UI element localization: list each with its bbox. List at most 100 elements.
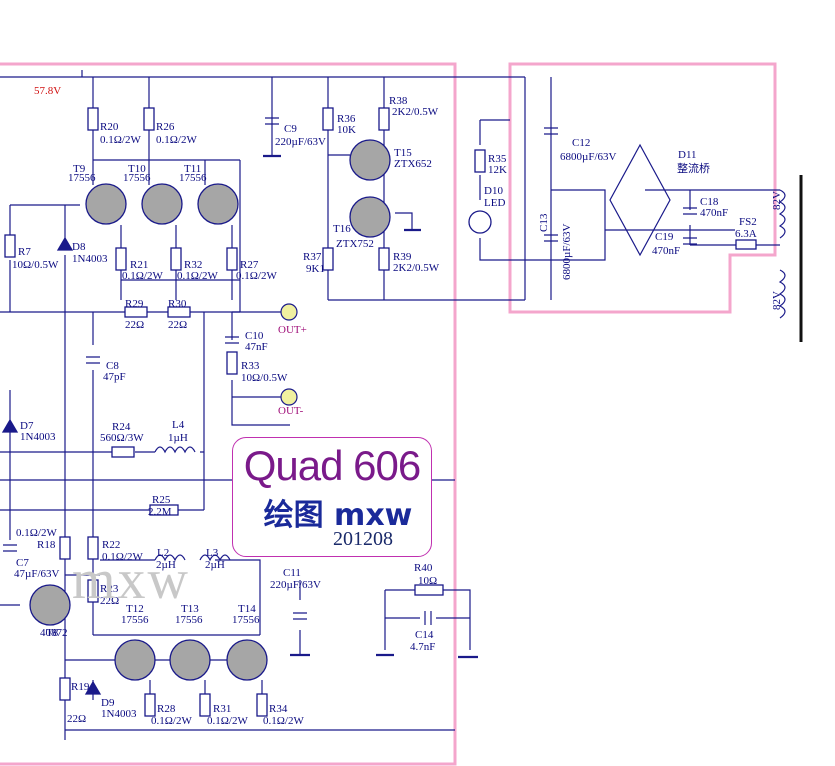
output-pos-label: OUT+	[278, 324, 307, 336]
transistor-t11	[197, 183, 239, 225]
label-d10-value: LED	[484, 197, 505, 209]
resistor-r28	[144, 693, 156, 717]
label-r21-value: 0.1Ω/2W	[122, 270, 163, 282]
label-r33-value: 10Ω/0.5W	[241, 372, 288, 384]
diode-d9	[84, 680, 102, 695]
label-l3-name: L3	[206, 547, 219, 559]
resistor-r7	[4, 234, 16, 258]
label-t16-value: ZTX752	[336, 238, 374, 250]
label-d9-name: D9	[101, 697, 115, 709]
resistor-r35	[474, 149, 486, 173]
label-r40-name: R40	[414, 562, 433, 574]
label-l3-value: 2µH	[205, 559, 225, 571]
label-d8-name: D8	[72, 241, 86, 253]
output-neg-terminal[interactable]	[280, 388, 298, 406]
label-r30-value: 22Ω	[168, 319, 187, 331]
bridge-label: 整流桥	[677, 161, 710, 175]
label-r38-value: 2K2/0.5W	[392, 106, 439, 118]
label-t14-name: T14	[238, 603, 256, 615]
label-t10-value: 17556	[123, 172, 151, 184]
label-c10-value: 47nF	[245, 341, 268, 353]
inductor-l4	[154, 446, 196, 454]
capacitor-c9	[265, 117, 279, 125]
label-l2-value: 2µH	[156, 559, 176, 571]
label-r31-name: R31	[213, 703, 231, 715]
transformer-v1: 82V	[771, 191, 783, 210]
label-r29-value: 22Ω	[125, 319, 144, 331]
title-date: 201208	[333, 528, 393, 550]
resistor-r31	[199, 693, 211, 717]
label-r22-value: 0.1Ω/2W	[102, 551, 143, 563]
resistor-r22	[87, 536, 99, 560]
fuse-fs2	[735, 239, 757, 250]
resistor-r39	[378, 247, 390, 271]
label-r23-name: R23	[100, 583, 119, 595]
label-c14-value: 4.7nF	[410, 641, 435, 653]
label-r34-name: R34	[269, 703, 288, 715]
label-r28-name: R28	[157, 703, 176, 715]
label-r19-value: 22Ω	[67, 713, 86, 725]
label-r24-name: R24	[112, 421, 131, 433]
capacitor-c8	[86, 356, 100, 364]
title-sub: 绘图 mxw	[263, 498, 413, 533]
label-t14-value: 17556	[232, 614, 260, 626]
psu-board-outline	[508, 62, 777, 314]
resistor-r24	[111, 446, 135, 458]
label-r28-value: 0.1Ω/2W	[151, 715, 192, 727]
label-r7-value: 10Ω/0.5W	[12, 259, 59, 271]
label-t11-name: T11	[184, 163, 201, 175]
resistor-r26	[143, 107, 155, 131]
label-r24-value: 560Ω/3W	[100, 432, 144, 444]
label-c11-name: C11	[283, 567, 301, 579]
label-t9-name: T9	[73, 163, 86, 175]
label-c19-value: 470nF	[652, 245, 680, 257]
label-c18-name: C18	[700, 196, 719, 208]
resistor-r32	[170, 247, 182, 271]
label-c14-name: C14	[415, 629, 434, 641]
output-pos-terminal[interactable]	[280, 303, 298, 321]
resistor-r38	[378, 107, 390, 131]
label-c7-name: C7	[16, 557, 29, 569]
label-c9-value: 220µF/63V	[275, 136, 326, 148]
label-c7-value: 47µF/63V	[14, 568, 60, 580]
label-r36-name: R36	[337, 113, 356, 125]
label-fs2-value: 6.3A	[735, 228, 757, 240]
label-r22-name: R22	[102, 539, 120, 551]
resistor-r34	[256, 693, 268, 717]
label-r27-name: R27	[240, 259, 259, 271]
resistor-r36	[322, 107, 334, 131]
capacitor-c11	[293, 612, 307, 620]
transistor-t16	[349, 196, 391, 238]
transformer-v2: 82V	[771, 291, 783, 310]
label-r25-name: R25	[152, 494, 171, 506]
label-t8-value: 40872	[40, 627, 68, 639]
label-r20-name: R20	[100, 121, 119, 133]
label-r27-value: 0.1Ω/2W	[236, 270, 277, 282]
label-r33-name: R33	[241, 360, 260, 372]
transformer	[778, 175, 803, 342]
label-c8-value: 47pF	[103, 371, 126, 383]
resistor-r18	[59, 536, 71, 560]
label-r38-name: R38	[389, 95, 408, 107]
capacitors	[3, 117, 697, 625]
label-t11-value: 17556	[179, 172, 207, 184]
label-r32-value: 0.1Ω/2W	[177, 270, 218, 282]
label-c18-value: 470nF	[700, 207, 728, 219]
label-t13-name: T13	[181, 603, 199, 615]
transistor-t13	[169, 639, 211, 681]
resistor-r37	[322, 247, 334, 271]
label-r25-value: 2.2M	[148, 506, 172, 518]
led-d10	[468, 210, 492, 234]
inductor-l2	[154, 554, 186, 562]
label-r37-name: R37	[303, 251, 322, 263]
label-c19-name: C19	[655, 231, 674, 243]
label-r19-name: R19	[71, 681, 90, 693]
component-labels: R200.1Ω/2WR260.1Ω/2WC9220µF/63VR3610KR38…	[12, 95, 757, 727]
label-r34-value: 0.1Ω/2W	[263, 715, 304, 727]
label-c9-name: C9	[284, 123, 297, 135]
transistor-t14	[226, 639, 268, 681]
transistor-t15	[349, 139, 391, 181]
label-r7-name: R7	[18, 246, 31, 258]
label-t10-name: T10	[128, 163, 146, 175]
